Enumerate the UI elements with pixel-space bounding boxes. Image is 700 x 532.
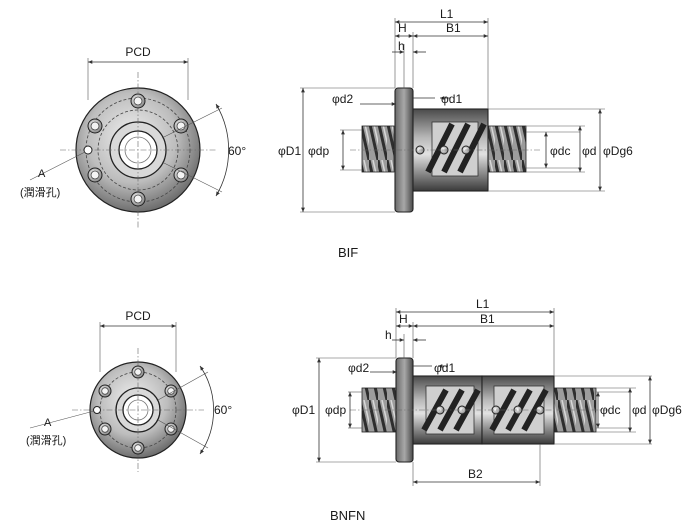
dp-label: φdp [325, 403, 346, 417]
bolt-hole [98, 384, 112, 398]
bolt-hole [173, 167, 189, 183]
hole-label: A [38, 168, 46, 180]
bif-side-view: L1 H B1 h φd2 φd1 φD1 φdp φdc [278, 7, 633, 213]
d-label: φd [632, 403, 646, 417]
bolt-hole [131, 365, 145, 379]
lubrication-hole [93, 406, 101, 414]
bolt-hole [130, 191, 146, 207]
bnfn-side-view: L1 H B1 h φd2 φd1 φD1 φdp φdc [292, 297, 682, 486]
L1-label: L1 [476, 297, 490, 311]
hole-note: (潤滑孔) [20, 186, 60, 199]
dp-label: φdp [308, 144, 329, 158]
pcd-label: PCD [125, 309, 151, 323]
bolt-hole [164, 384, 178, 398]
bolt-hole [131, 441, 145, 455]
ball-return [415, 121, 487, 177]
screw-shaft [361, 125, 395, 173]
bolt-hole [164, 422, 178, 436]
H-label: H [399, 312, 408, 326]
bolt-hole [98, 422, 112, 436]
bnfn-caption: BNFN [330, 508, 365, 523]
bolt-hole [87, 118, 103, 134]
d-label: φd [582, 144, 596, 158]
d1-label: φd1 [434, 361, 455, 375]
d2-label: φd2 [348, 361, 369, 375]
bif-end-view: PCD 60° A (潤滑孔) [20, 45, 246, 228]
dc-label: φdc [600, 403, 620, 417]
d2-label: φd2 [332, 92, 353, 106]
dc-label: φdc [550, 144, 570, 158]
hole-note: (潤滑孔) [26, 434, 66, 447]
B1-label: B1 [446, 21, 461, 35]
d1-label: φd1 [441, 92, 462, 106]
B2-label: B2 [468, 467, 483, 481]
D1-label: φD1 [278, 144, 301, 158]
bolt-hole [130, 93, 146, 109]
Dg6-label: φDg6 [603, 144, 633, 158]
D1-label: φD1 [292, 403, 315, 417]
bnfn-end-view: PCD 60° A (潤滑孔) [26, 309, 232, 472]
L1-label: L1 [440, 7, 454, 21]
lubrication-hole [83, 145, 93, 155]
H-label: H [398, 21, 407, 35]
angle-label: 60° [228, 144, 246, 158]
screw-shaft [485, 125, 527, 173]
h-label: h [398, 39, 405, 53]
h-label: h [385, 328, 392, 342]
bolt-hole [173, 118, 189, 134]
B1-label: B1 [480, 312, 495, 326]
Dg6-label: φDg6 [652, 403, 682, 417]
pcd-label: PCD [125, 45, 151, 59]
bif-caption: BIF [338, 245, 358, 260]
hole-label: A [44, 417, 52, 429]
bolt-hole [87, 167, 103, 183]
angle-label: 60° [214, 403, 232, 417]
